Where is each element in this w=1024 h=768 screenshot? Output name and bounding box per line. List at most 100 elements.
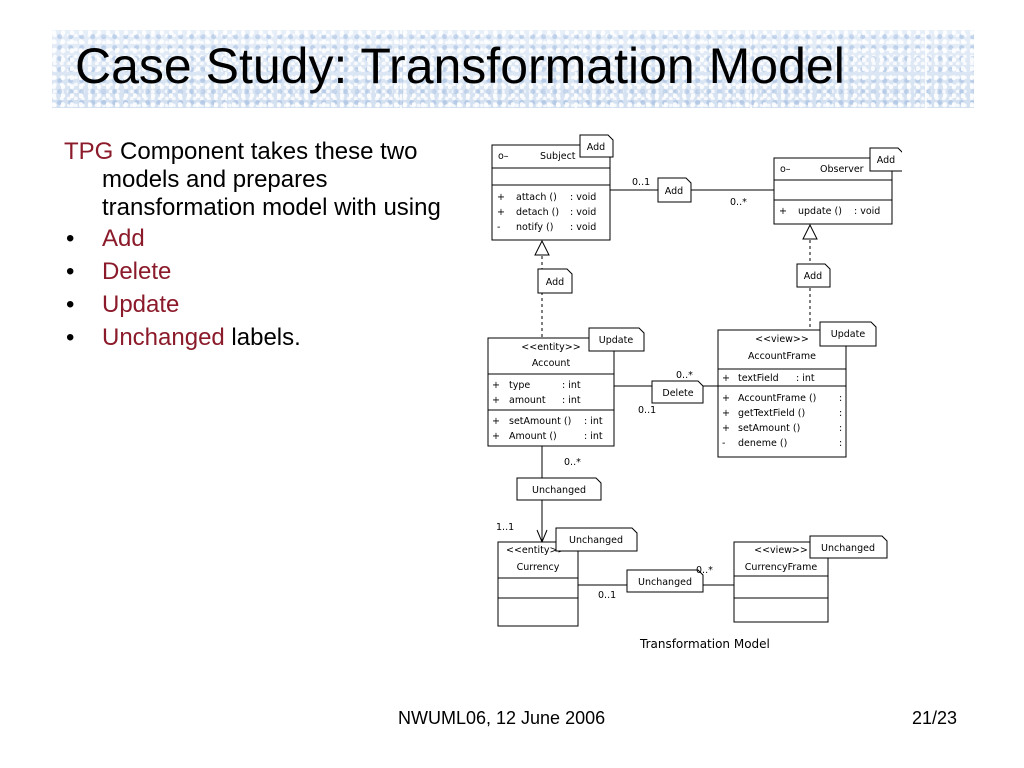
- bullet-item-delete: • Delete: [64, 258, 444, 291]
- op-type: :: [839, 438, 842, 449]
- op-vis: -: [497, 222, 500, 233]
- class-stereotype: <<entity>>: [506, 545, 565, 556]
- multiplicity-account-frame-end: 0..*: [676, 370, 693, 381]
- attr-name: type: [509, 380, 530, 391]
- class-stereotype: <<view>>: [754, 545, 808, 556]
- attr-vis: +: [492, 395, 500, 406]
- tag-label: Unchanged: [821, 543, 875, 554]
- class-name: Observer: [820, 164, 864, 175]
- tag-note-shape: [579, 134, 614, 158]
- op-name: notify (): [516, 222, 553, 233]
- class-account: <<entity>> Account + type : int + amount…: [487, 337, 615, 447]
- op-name: getTextField (): [738, 408, 805, 419]
- tag-label: Add: [877, 155, 895, 166]
- tag-subject-observer-assoc: Add: [657, 177, 692, 203]
- bullet-dot: •: [66, 258, 75, 285]
- class-prefix: o–: [780, 164, 791, 175]
- tag-note-shape: [651, 380, 704, 404]
- class-stereotype: <<view>>: [755, 334, 809, 345]
- op-type: : int: [584, 431, 603, 442]
- tag-label: Delete: [662, 388, 693, 399]
- class-name: Currency: [517, 562, 560, 573]
- tag-label: Unchanged: [569, 535, 623, 546]
- op-vis: -: [722, 438, 725, 449]
- op-type: :: [839, 423, 842, 434]
- tag-subject-inherit: Add: [537, 268, 573, 294]
- bullet-label: Update: [102, 291, 180, 318]
- class-name: CurrencyFrame: [745, 562, 818, 573]
- multiplicity-currency-frame-end: 0..*: [696, 565, 713, 576]
- op-name: detach (): [516, 207, 559, 218]
- tag-account-frame: Update: [819, 321, 877, 347]
- tag-currency-frame: Unchanged: [809, 535, 888, 559]
- tag-note-shape: [796, 263, 831, 288]
- bullet-dot: •: [66, 291, 75, 318]
- tag-note-shape: [516, 477, 602, 501]
- attr-name: textField: [738, 373, 779, 384]
- tag-note-shape: [657, 177, 692, 203]
- tag-note-shape: [588, 327, 645, 352]
- bullet-label: Add: [102, 225, 145, 252]
- class-name: AccountFrame: [748, 351, 816, 362]
- tag-observer: Add: [869, 147, 902, 172]
- multiplicity-currency-end: 0..1: [598, 590, 616, 601]
- class-account-frame: <<view>> AccountFrame + textField : int …: [717, 329, 847, 458]
- multiplicity-observer-end: 0..*: [730, 197, 747, 208]
- op-name: deneme (): [738, 438, 787, 449]
- multiplicity-currency-top: 1..1: [496, 522, 514, 533]
- bullet-label: Delete: [102, 258, 172, 285]
- text-block: TPG Component takes these two models and…: [64, 138, 444, 357]
- bullet-suffix: labels.: [224, 324, 301, 351]
- attr-type: : int: [562, 380, 581, 391]
- tags: Add Add Add Add Add Update Update Delet: [516, 134, 902, 593]
- op-vis: +: [497, 207, 505, 218]
- tag-currency-assoc: Unchanged: [626, 569, 704, 593]
- tag-note-shape: [537, 268, 573, 294]
- op-name: AccountFrame (): [738, 393, 816, 404]
- op-type: : void: [854, 206, 880, 217]
- tag-label: Add: [665, 186, 683, 197]
- op-vis: +: [722, 423, 730, 434]
- tag-note-shape: [555, 527, 638, 552]
- attr-vis: +: [722, 373, 730, 384]
- op-type: : int: [584, 416, 603, 427]
- tag-currency: Unchanged: [555, 527, 638, 552]
- op-vis: +: [779, 206, 787, 217]
- op-type: : void: [570, 222, 596, 233]
- class-box: [491, 144, 611, 241]
- tag-label: Add: [804, 271, 822, 282]
- tpg-highlight: TPG: [64, 138, 114, 165]
- op-type: :: [839, 408, 842, 419]
- op-type: : void: [570, 192, 596, 203]
- tag-label: Update: [831, 329, 866, 340]
- bullet-item-unchanged: •Unchanged labels.: [64, 324, 444, 357]
- inherit-arrow-subject: [534, 239, 550, 256]
- tag-account: Update: [588, 327, 645, 352]
- op-vis: +: [722, 393, 730, 404]
- tag-subject: Add: [579, 134, 614, 158]
- class-prefix: o–: [498, 151, 509, 162]
- tag-account-assoc: Delete: [651, 380, 704, 404]
- tag-note-shape: [626, 569, 704, 593]
- tag-note-shape: [819, 321, 877, 347]
- slide-number: 21/23: [912, 708, 958, 728]
- multiplicities: 0..1 0..* 0..* 0..1 0..* 1..1 0..* 0..1: [496, 177, 747, 601]
- op-name: attach (): [516, 192, 557, 203]
- attr-name: amount: [509, 395, 546, 406]
- footer-date: NWUML06, 12 June 2006: [398, 708, 606, 728]
- tag-label: Add: [587, 142, 605, 153]
- class-name: Subject: [540, 151, 576, 162]
- attr-type: : int: [796, 373, 815, 384]
- bullet-item-add: •Add: [64, 225, 444, 258]
- intro-text: Component takes these two models and pre…: [102, 138, 441, 221]
- class-subject: o– Subject + attach () : void + detach (…: [491, 144, 611, 241]
- diagram-caption: Transformation Model: [639, 637, 770, 651]
- op-type: : void: [570, 207, 596, 218]
- tag-observer-inherit: Add: [796, 263, 831, 288]
- op-vis: +: [497, 192, 505, 203]
- class-currency: <<entity>> Currency: [497, 541, 579, 627]
- attr-vis: +: [492, 380, 500, 391]
- multiplicity-account-end: 0..1: [638, 405, 656, 416]
- tag-note-shape: [869, 147, 902, 172]
- bullet-list: •Add • Delete • Update •Unchanged labels.: [64, 225, 444, 357]
